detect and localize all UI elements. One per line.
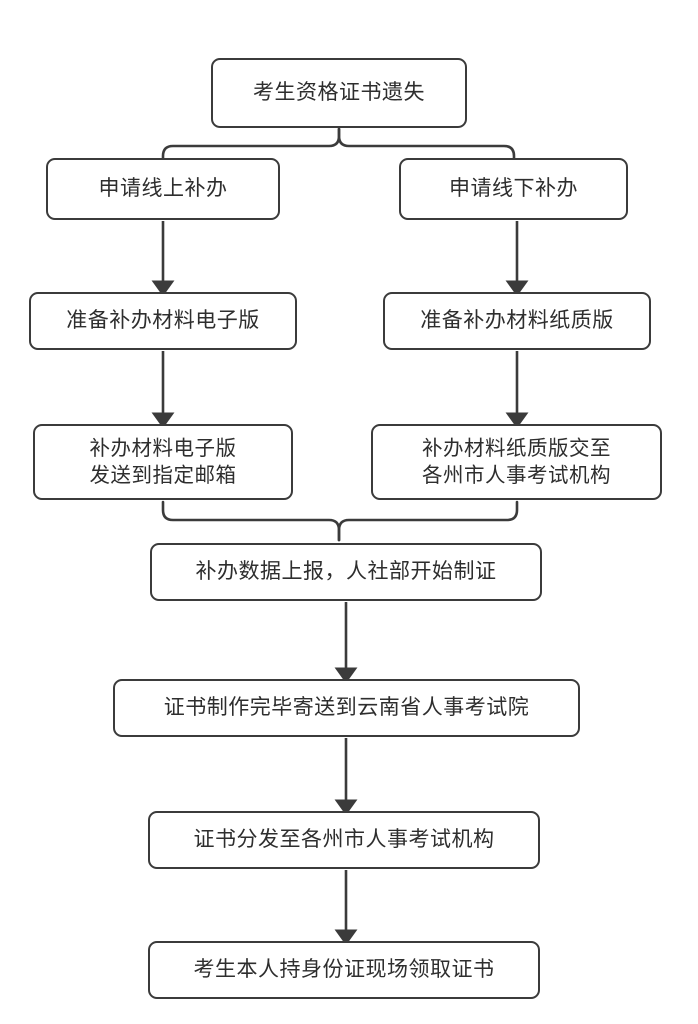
node-collect[interactable]: 考生本人持身份证现场领取证书 xyxy=(148,941,540,999)
node-offline-apply[interactable]: 申请线下补办 xyxy=(399,158,628,220)
node-start[interactable]: 考生资格证书遗失 xyxy=(211,58,467,128)
node-send-email[interactable]: 补办材料电子版 发送到指定邮箱 xyxy=(33,424,293,500)
node-prepare-paper[interactable]: 准备补办材料纸质版 xyxy=(383,292,651,350)
brace-split-start xyxy=(161,127,516,162)
node-report-data[interactable]: 补办数据上报，人社部开始制证 xyxy=(150,543,542,601)
node-online-apply[interactable]: 申请线上补办 xyxy=(46,158,280,220)
brace-merge-report xyxy=(161,500,519,542)
node-prepare-digital[interactable]: 准备补办材料电子版 xyxy=(29,292,297,350)
node-submit-paper[interactable]: 补办材料纸质版交至 各州市人事考试机构 xyxy=(371,424,662,500)
node-distribute[interactable]: 证书分发至各州市人事考试机构 xyxy=(148,811,540,869)
node-mail-to-province[interactable]: 证书制作完毕寄送到云南省人事考试院 xyxy=(113,679,580,737)
